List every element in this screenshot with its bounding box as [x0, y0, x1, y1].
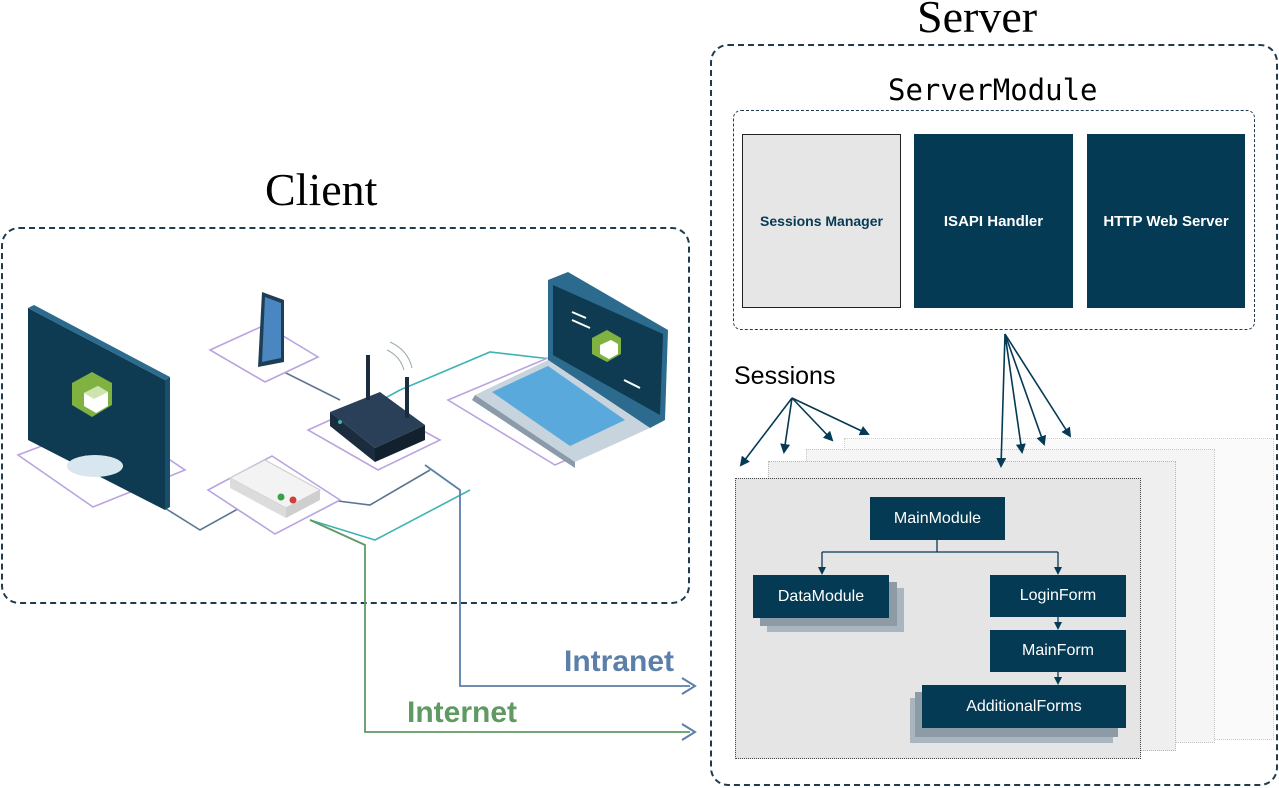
login-form-box: LoginForm: [990, 575, 1126, 617]
additional-forms-box: AdditionalForms: [922, 685, 1126, 728]
server-module-to-sessions-arrows: [996, 333, 1072, 468]
isapi-handler-box: ISAPI Handler: [914, 134, 1073, 308]
laptop-icon: [446, 272, 668, 468]
desktop-monitor-icon: [16, 305, 187, 510]
sessions-label-arrows: [739, 397, 870, 467]
intranet-label: Intranet: [564, 645, 675, 678]
internet-label: Internet: [407, 696, 518, 729]
main-module-box: MainModule: [870, 497, 1005, 540]
server-module-container: [733, 110, 1255, 330]
sessions-manager-label: Sessions Manager: [760, 213, 883, 229]
main-module-label: MainModule: [893, 509, 982, 527]
internet-arrow: [681, 723, 697, 741]
main-form-label: MainForm: [1021, 642, 1094, 659]
server-title: Server: [917, 0, 1038, 42]
main-form-box: MainForm: [990, 630, 1126, 672]
router-icon: [306, 341, 442, 471]
smartphone-icon: [208, 292, 320, 383]
client-container: [1, 227, 690, 604]
modem-icon: [206, 455, 342, 535]
http-web-server-box: HTTP Web Server: [1087, 134, 1245, 308]
login-form-label: LoginForm: [1019, 587, 1097, 604]
network-lines: [119, 351, 690, 733]
intranet-arrow: [681, 677, 697, 695]
module-tree-connectors: [818, 540, 1062, 685]
client-title: Client: [265, 164, 378, 215]
sessions-label: Sessions: [734, 362, 836, 390]
isapi-handler-label: ISAPI Handler: [943, 212, 1044, 230]
server-container: [710, 44, 1278, 786]
server-module-title: ServerModule: [888, 73, 1098, 107]
additional-forms-label: AdditionalForms: [966, 697, 1082, 715]
http-web-server-label: HTTP Web Server: [1103, 212, 1229, 230]
sessions-manager-box: Sessions Manager: [742, 134, 901, 308]
data-module-box: DataModule: [753, 575, 889, 618]
data-module-label: DataModule: [777, 587, 865, 605]
